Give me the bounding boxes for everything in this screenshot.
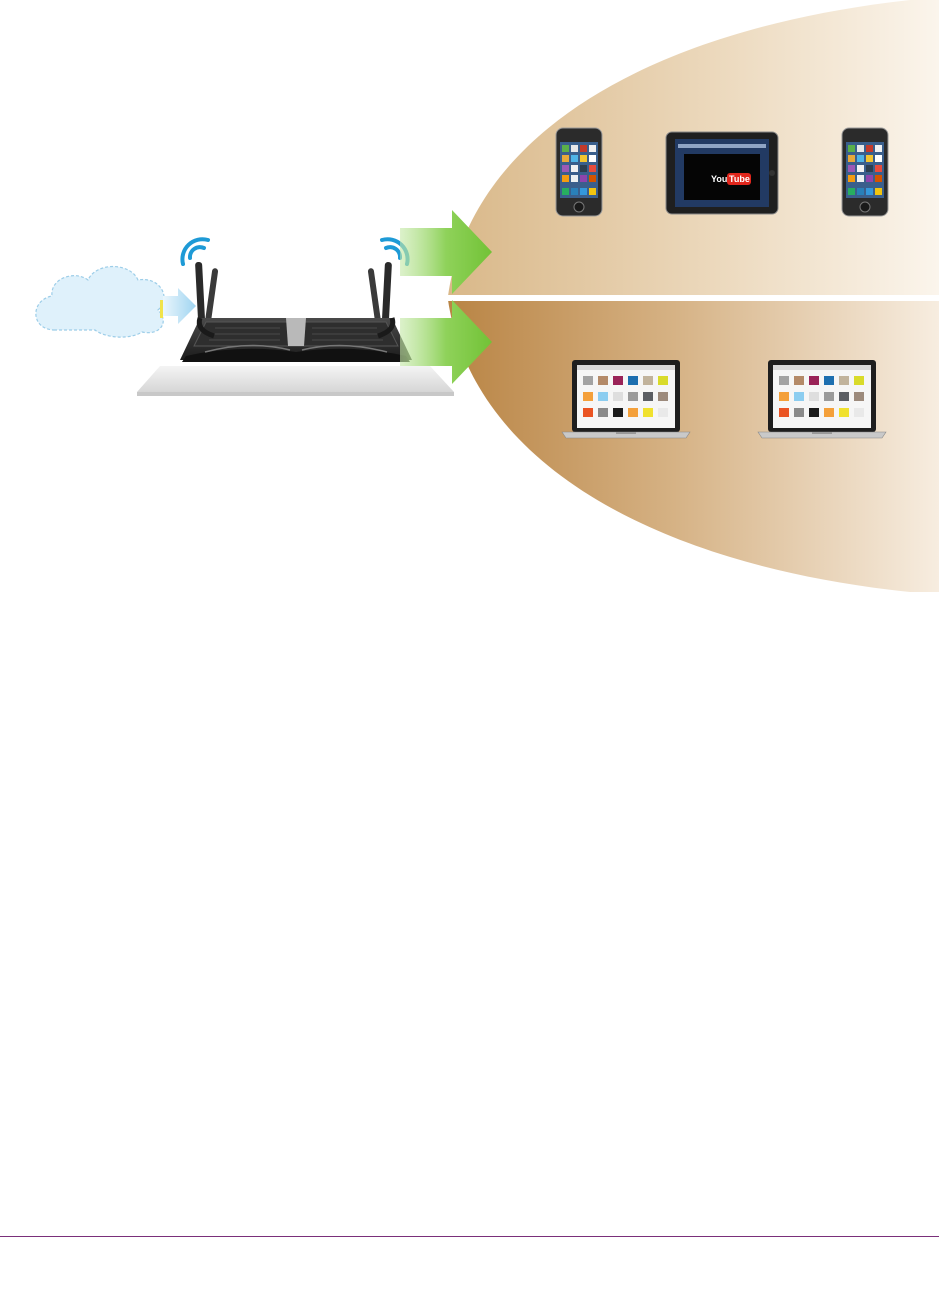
- router-base: [137, 366, 454, 396]
- lower-band-area: [448, 300, 939, 592]
- network-diagram: You Tube: [0, 0, 939, 610]
- band-divider: [440, 295, 939, 301]
- router-icon: [180, 262, 412, 362]
- tablet-icon: You Tube: [666, 132, 778, 214]
- youtube-logo-tube: Tube: [729, 174, 750, 184]
- wifi-signal-icon: [182, 239, 407, 264]
- footer-rule: [0, 1236, 939, 1237]
- laptop-icon: [758, 360, 886, 438]
- wan-arrow-icon: [160, 288, 196, 324]
- smartphone-icon: [556, 128, 602, 216]
- cloud-icon: [36, 267, 164, 338]
- youtube-logo-you: You: [711, 174, 727, 184]
- smartphone-icon: [842, 128, 888, 216]
- laptop-icon: [562, 360, 690, 438]
